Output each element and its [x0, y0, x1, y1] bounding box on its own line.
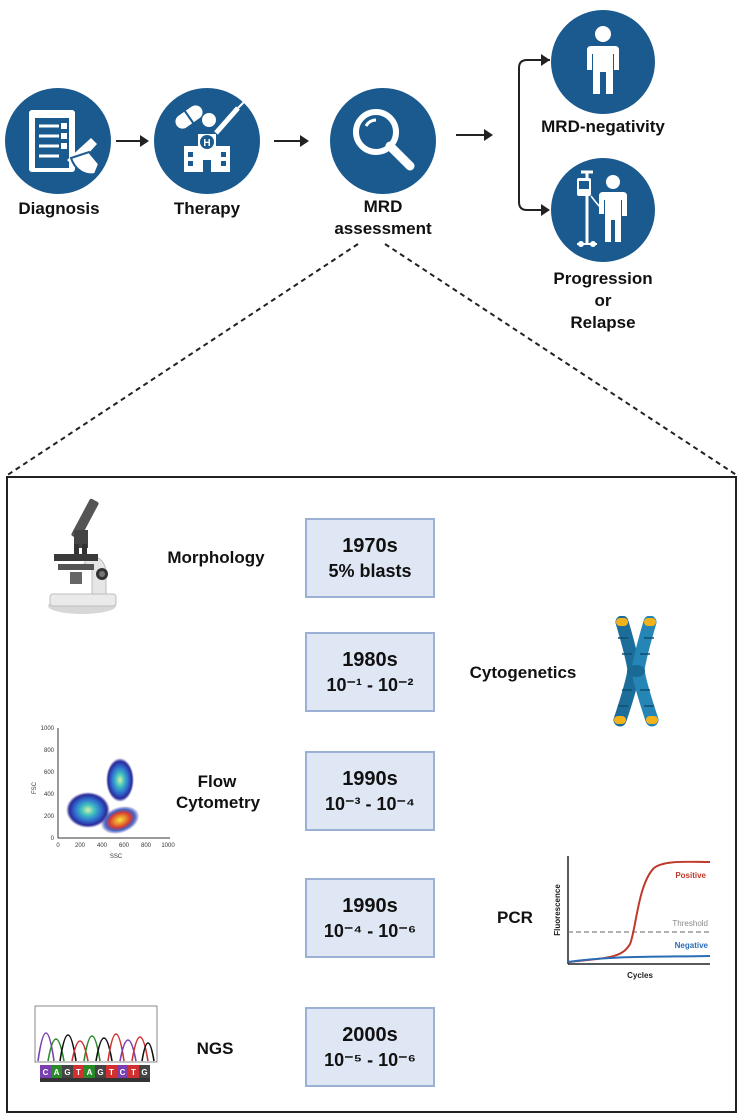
x-tick: 0 [56, 843, 60, 849]
x-tick: 200 [75, 843, 86, 849]
pcr-plot: Positive Threshold Negative Cycles Fluor… [553, 856, 711, 980]
base-letter: A [54, 1068, 60, 1077]
y-tick: 1000 [41, 726, 55, 732]
pcr-label: PCR [497, 908, 533, 927]
base-letter: C [43, 1068, 49, 1077]
sensitivity-text: 10⁻⁴ - 10⁻⁶ [323, 921, 417, 941]
timeline-box-5: 2000s 10⁻⁵ - 10⁻⁶ [305, 1007, 435, 1087]
ngs-label: NGS [196, 1039, 234, 1058]
progression-label: Progression or Relapse [553, 269, 653, 332]
y-tick: 0 [51, 836, 55, 842]
x-axis-label: SSC [110, 854, 123, 860]
arrow-right-1 [116, 135, 149, 147]
mrd-negative-circle [551, 10, 655, 114]
mrd-label: MRD assessment [334, 197, 432, 238]
negative-label: Negative [675, 941, 709, 950]
svg-text:H: H [203, 138, 210, 149]
cytogenetics-label: Cytogenetics [469, 663, 577, 682]
diagnosis-label: Diagnosis [18, 199, 100, 218]
base-letter: A [87, 1068, 93, 1077]
chromosome-icon [613, 616, 659, 727]
arrow-right-2 [274, 135, 309, 147]
flow-plot: 1000 800 600 400 200 0 0 200 400 600 800… [32, 726, 175, 860]
base-letter: G [64, 1068, 70, 1077]
y-axis-label: Fluorescence [553, 884, 562, 936]
branch-connector [518, 54, 550, 216]
mrd-circle [330, 88, 436, 194]
diagnosis-circle [5, 88, 111, 194]
timeline-box-4: 1990s 10⁻⁴ - 10⁻⁶ [305, 878, 435, 958]
x-tick: 800 [141, 843, 152, 849]
person-icon [587, 26, 619, 94]
therapy-label: Therapy [173, 199, 241, 218]
sensitivity-text: 5% blasts [328, 561, 412, 581]
y-tick: 200 [44, 814, 55, 820]
y-tick: 800 [44, 748, 55, 754]
sensitivity-text: 10⁻⁵ - 10⁻⁶ [324, 1050, 416, 1070]
base-letter: C [120, 1068, 126, 1077]
arrow-right-3 [456, 129, 493, 141]
era-text: 1990s [342, 895, 398, 917]
checklist-icon [29, 110, 101, 176]
y-tick: 400 [44, 792, 55, 798]
ngs-chromatogram: C A G T A G T C T G [34, 1005, 158, 1082]
base-letter: G [141, 1068, 147, 1077]
detail-panel [6, 476, 737, 1113]
base-letter: G [97, 1068, 103, 1077]
timeline-box-1: 1970s 5% blasts [305, 518, 435, 598]
era-text: 1980s [342, 649, 398, 671]
x-tick: 600 [119, 843, 130, 849]
x-tick: 1000 [161, 843, 175, 849]
x-axis-label: Cycles [627, 971, 653, 980]
base-letter: T [76, 1068, 81, 1077]
era-text: 1990s [342, 768, 398, 790]
flow-cytometry-label: Flow Cytometry [176, 772, 261, 812]
therapy-circle: H [154, 88, 260, 194]
era-text: 1970s [342, 535, 398, 557]
timeline-box-3: 1990s 10⁻³ - 10⁻⁴ [305, 751, 435, 831]
mrd-negative-label: MRD-negativity [541, 117, 665, 136]
sensitivity-text: 10⁻³ - 10⁻⁴ [325, 794, 415, 814]
threshold-label: Threshold [672, 919, 708, 928]
base-row [40, 1065, 150, 1082]
timeline-box-2: 1980s 10⁻¹ - 10⁻² [305, 632, 435, 712]
base-letter: T [131, 1068, 136, 1077]
era-text: 2000s [342, 1024, 398, 1046]
progression-circle [551, 158, 655, 262]
x-tick: 400 [97, 843, 108, 849]
zoom-lines [5, 243, 739, 477]
hospital-pill-syringe-icon: H [175, 101, 245, 172]
magnifier-icon [353, 109, 415, 171]
microscope-icon [48, 498, 117, 614]
y-axis-label: FSC [32, 781, 38, 794]
base-letter: T [109, 1068, 114, 1077]
sensitivity-text: 10⁻¹ - 10⁻² [326, 675, 414, 695]
y-tick: 600 [44, 770, 55, 776]
morphology-label: Morphology [167, 548, 265, 567]
patient-iv-icon [577, 170, 627, 247]
positive-label: Positive [675, 871, 706, 880]
